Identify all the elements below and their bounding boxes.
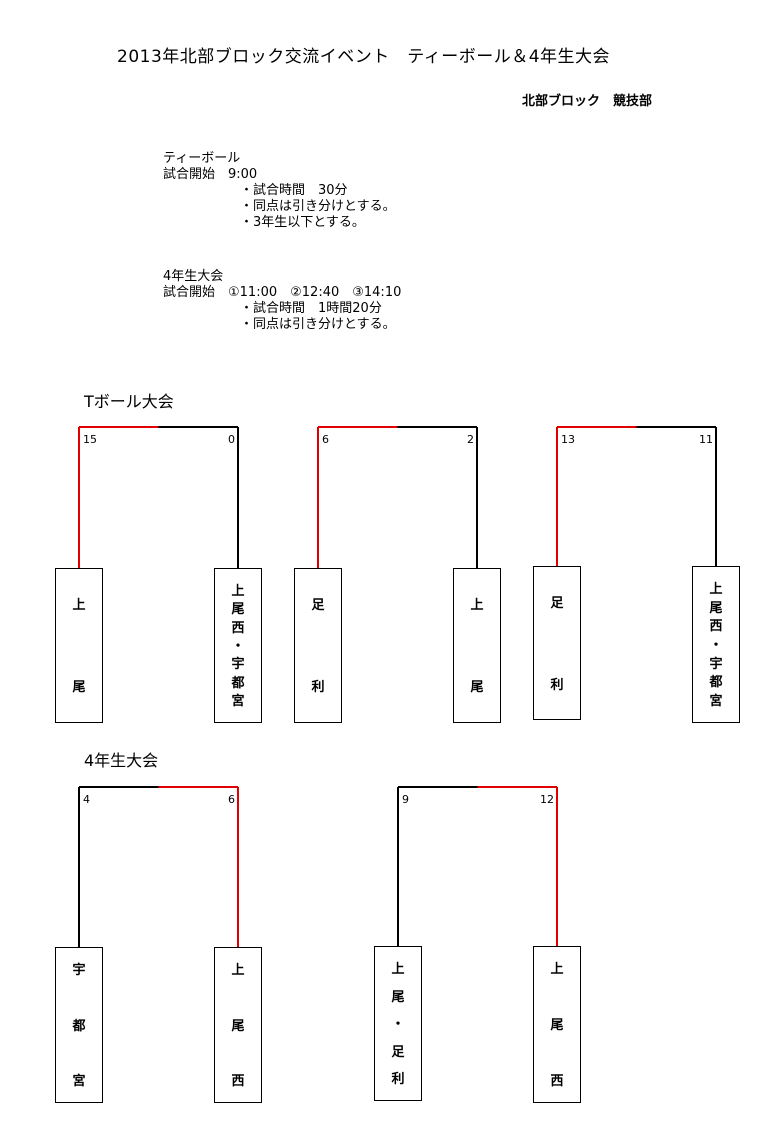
team-name-char: 利 [391,1072,405,1087]
team-name-char: ・ [231,638,245,654]
team-name-char: ・ [709,637,723,653]
team-box-left: 上 尾 [55,568,103,723]
team-name-char: 宮 [72,1074,86,1089]
team-name-char: 上 [470,598,484,613]
team-name-char: 宇 [72,963,86,978]
team-name-char [236,991,241,1006]
team-box-right: 上 尾 西 [214,947,262,1103]
team-box-left: 足 利 [533,566,581,720]
grade4-section-title: 4年生大会 [84,751,159,770]
team-name-char: 利 [550,677,564,693]
team-name-char: 都 [231,675,245,691]
team-box-left: 上尾・足利 [374,946,422,1101]
team-name-char: 西 [231,620,245,636]
team-name-char [475,639,480,654]
team-name-char: 尾 [391,989,405,1005]
tball-rule: ・3年生以下とする。 [240,215,365,230]
score-right: 11 [699,433,713,446]
team-name-char: 上 [231,963,245,978]
team-name-char: 尾 [550,1018,564,1033]
team-name-char: 尾 [231,602,245,618]
team-name-char: ・ [391,1017,405,1032]
team-box-right: 上 尾 西 [533,946,581,1103]
grade4-info: 4年生大会 試合開始 ①11:00 ②12:40 ③14:10 ・試合時間 1時… [163,269,401,333]
team-name-char: 上 [550,962,564,977]
tball-info: ティーボール 試合開始 9:00 ・試合時間 30分 ・同点は引き分けとする。 … [163,151,396,231]
team-name-char: 宇 [231,657,245,673]
team-name-char: 上 [391,962,405,977]
team-box-left: 足 利 [294,568,342,723]
grade4-info-name: 4年生大会 [163,269,224,284]
page-title: 2013年北部ブロック交流イベント ティーボール＆4年生大会 [117,47,611,67]
team-name-char [77,1046,82,1061]
team-name-char: 西 [709,619,723,635]
team-name-char [555,637,560,652]
team-name-char: 宮 [709,693,723,709]
team-name-char: 尾 [709,600,723,616]
grade4-rule: ・同点は引き分けとする。 [240,317,396,332]
team-name-char: 尾 [470,680,484,695]
team-name-char: 上 [231,584,245,599]
grade4-info-start: 試合開始 ①11:00 ②12:40 ③14:10 [163,285,402,300]
team-name-char: 上 [709,582,723,597]
organizer-label: 北部ブロック 競技部 [522,94,653,109]
team-box-right: 上尾西・宇都宮 [214,568,262,723]
score-left: 4 [83,793,90,806]
team-box-left: 宇 都 宮 [55,947,103,1103]
tball-info-name: ティーボール [163,151,241,166]
team-name-char [77,991,82,1006]
score-right: 0 [228,433,235,446]
team-name-char: 足 [550,595,564,611]
score-right: 12 [540,793,554,806]
team-name-char: 宇 [709,656,723,672]
team-name-char: 足 [391,1044,405,1060]
team-name-char: 足 [311,598,325,613]
team-name-char [316,639,321,654]
team-name-char: 都 [72,1018,86,1034]
team-name-char [555,1046,560,1061]
score-left: 15 [83,433,97,446]
score-left: 9 [402,793,409,806]
team-name-char: 尾 [231,1018,245,1034]
team-box-right: 上 尾 [453,568,501,723]
tball-info-start: 試合開始 9:00 [163,167,258,182]
tball-rule: ・試合時間 30分 [240,183,348,198]
tball-section-title: Tボール大会 [84,392,174,411]
team-name-char: 尾 [72,680,86,695]
team-name-char [555,990,560,1005]
score-right: 2 [467,433,474,446]
team-name-char [77,639,82,654]
team-box-right: 上尾西・宇都宮 [692,566,740,723]
team-name-char: 西 [231,1074,245,1089]
grade4-rule: ・試合時間 1時間20分 [240,301,382,316]
score-left: 6 [322,433,329,446]
tball-rule: ・同点は引き分けとする。 [240,199,396,214]
team-name-char: 上 [72,598,86,613]
score-left: 13 [561,433,575,446]
team-name-char: 宮 [231,693,245,709]
team-name-char [236,1046,241,1061]
team-name-char: 西 [550,1074,564,1089]
team-name-char: 利 [311,680,325,695]
score-right: 6 [228,793,235,806]
team-name-char: 都 [709,675,723,691]
